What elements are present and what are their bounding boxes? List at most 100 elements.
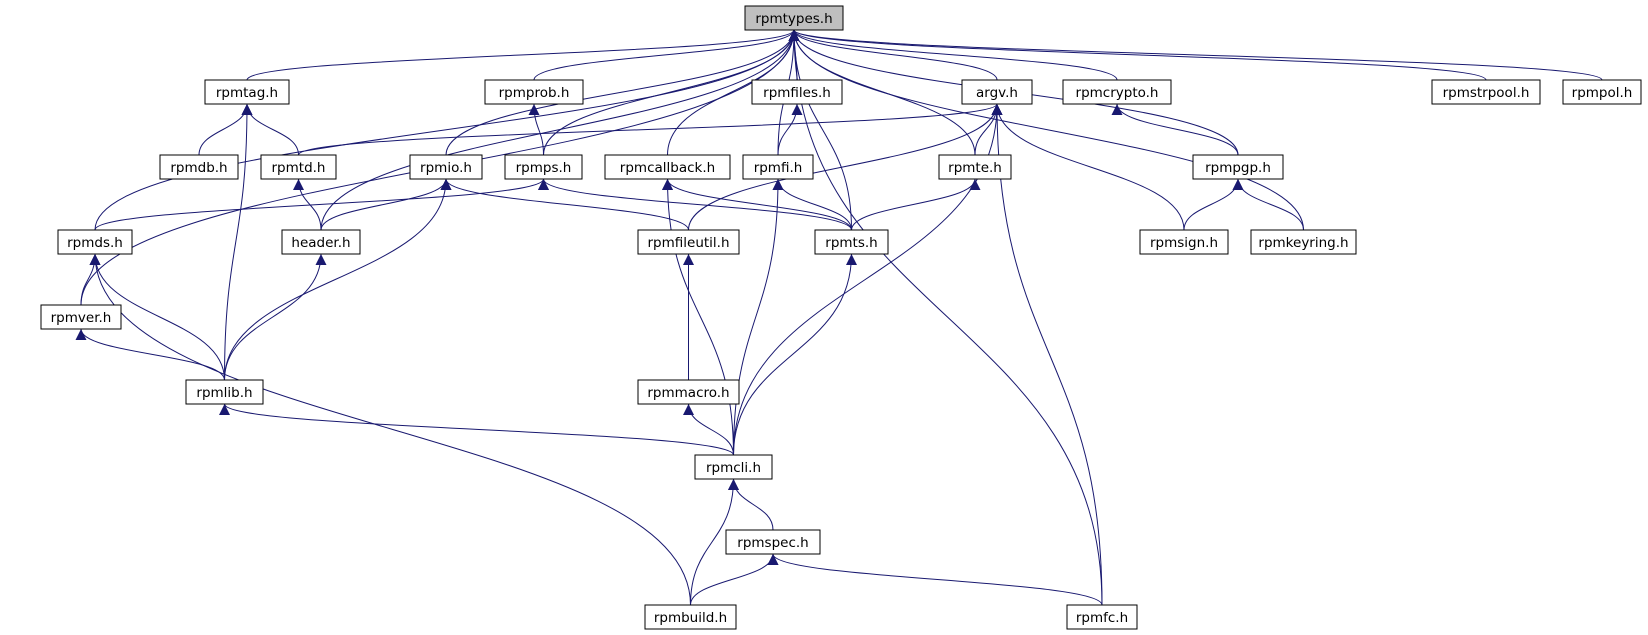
node-label-rpmte: rpmte.h xyxy=(948,160,1002,176)
node-box-argv[interactable] xyxy=(961,79,1033,105)
node-label-rpmps: rpmps.h xyxy=(516,160,572,176)
node-rpmtypes[interactable]: rpmtypes.h xyxy=(744,5,844,31)
node-rpmbuild[interactable]: rpmbuild.h xyxy=(644,604,737,630)
edge-rpmcrypto-to-rpmtypes xyxy=(788,29,1118,81)
node-label-rpmcallback: rpmcallback.h xyxy=(620,160,715,176)
edge-rpmkeyring-to-rpmtypes xyxy=(788,29,1304,231)
node-box-rpmtag[interactable] xyxy=(204,79,290,105)
edge-rpmlib-to-rpmds xyxy=(89,253,225,381)
edge-rpmpol-to-rpmtypes xyxy=(788,29,1603,81)
node-rpmcli[interactable]: rpmcli.h xyxy=(694,454,773,480)
edge-rpmfi-to-rpmfiles xyxy=(777,103,803,156)
node-rpmts[interactable]: rpmts.h xyxy=(814,229,889,255)
node-rpmspec[interactable]: rpmspec.h xyxy=(725,529,821,555)
node-label-rpmcrypto: rpmcrypto.h xyxy=(1076,85,1159,101)
node-box-rpmbuild[interactable] xyxy=(644,604,737,630)
node-rpmfi[interactable]: rpmfi.h xyxy=(742,154,814,180)
node-box-header[interactable] xyxy=(281,229,361,255)
node-rpmmacro[interactable]: rpmmacro.h xyxy=(637,379,740,405)
node-rpmcallback[interactable]: rpmcallback.h xyxy=(604,154,731,180)
node-label-rpmtag: rpmtag.h xyxy=(216,85,278,101)
edge-rpmcli-to-rpmts xyxy=(733,253,857,456)
node-box-rpmkeyring[interactable] xyxy=(1250,229,1357,255)
node-label-rpmver: rpmver.h xyxy=(51,310,112,326)
node-rpmtag[interactable]: rpmtag.h xyxy=(204,79,290,105)
node-box-rpmte[interactable] xyxy=(938,154,1012,180)
edge-rpmps-to-rpmprob xyxy=(528,103,544,156)
node-rpmprob[interactable]: rpmprob.h xyxy=(484,79,584,105)
node-rpmlib[interactable]: rpmlib.h xyxy=(185,379,264,405)
node-rpmte[interactable]: rpmte.h xyxy=(938,154,1012,180)
node-label-rpmsign: rpmsign.h xyxy=(1150,235,1218,251)
nodes-layer: rpmtypes.h rpmtag.h rpmprob.h rpmfiles.h arg… xyxy=(40,5,1642,630)
edge-rpmts-to-rpmtypes xyxy=(788,29,852,231)
edge-rpmbuild-to-rpmds xyxy=(89,253,691,606)
node-rpmver[interactable]: rpmver.h xyxy=(40,304,122,330)
node-header[interactable]: header.h xyxy=(281,229,361,255)
node-box-rpmds[interactable] xyxy=(57,229,133,255)
node-box-rpmmacro[interactable] xyxy=(637,379,740,405)
node-box-rpmfiles[interactable] xyxy=(751,79,843,105)
node-box-rpmtypes[interactable] xyxy=(744,5,844,31)
edge-rpmsign-to-rpmpgp xyxy=(1183,178,1244,231)
node-box-rpmsign[interactable] xyxy=(1139,229,1229,255)
edge-rpmkeyring-to-rpmpgp xyxy=(1232,178,1304,231)
edge-rpmfileutil-to-argv xyxy=(688,103,1003,231)
node-rpmfileutil[interactable]: rpmfileutil.h xyxy=(637,229,740,255)
edge-rpmfc-to-argv xyxy=(991,103,1103,606)
node-rpmps[interactable]: rpmps.h xyxy=(504,154,583,180)
node-rpmfiles[interactable]: rpmfiles.h xyxy=(751,79,843,105)
edge-rpmspec-to-rpmcli xyxy=(728,478,774,531)
edge-rpmts-to-rpmcallback xyxy=(662,178,852,231)
node-rpmio[interactable]: rpmio.h xyxy=(409,154,483,180)
edges-layer xyxy=(75,29,1603,606)
node-rpmpgp[interactable]: rpmpgp.h xyxy=(1192,154,1284,180)
node-label-header: header.h xyxy=(291,235,350,251)
node-rpmtd[interactable]: rpmtd.h xyxy=(260,154,337,180)
node-label-rpmfc: rpmfc.h xyxy=(1076,610,1128,626)
node-rpmstrpool[interactable]: rpmstrpool.h xyxy=(1431,79,1541,105)
node-rpmsign[interactable]: rpmsign.h xyxy=(1139,229,1229,255)
node-box-rpmlib[interactable] xyxy=(185,379,264,405)
node-box-rpmfc[interactable] xyxy=(1066,604,1138,630)
node-box-rpmps[interactable] xyxy=(504,154,583,180)
node-rpmkeyring[interactable]: rpmkeyring.h xyxy=(1250,229,1357,255)
node-box-rpmpgp[interactable] xyxy=(1192,154,1284,180)
node-box-rpmfi[interactable] xyxy=(742,154,814,180)
node-argv[interactable]: argv.h xyxy=(961,79,1033,105)
edge-rpmcli-to-rpmcallback xyxy=(662,178,734,456)
node-label-rpmtypes: rpmtypes.h xyxy=(755,11,832,27)
edge-rpmts-to-rpmte xyxy=(851,178,981,231)
node-rpmcrypto[interactable]: rpmcrypto.h xyxy=(1062,79,1172,105)
node-box-rpmcli[interactable] xyxy=(694,454,773,480)
node-rpmfc[interactable]: rpmfc.h xyxy=(1066,604,1138,630)
node-label-rpmbuild: rpmbuild.h xyxy=(654,610,727,626)
edge-rpmpgp-to-rpmcrypto xyxy=(1111,103,1239,156)
node-box-rpmcallback[interactable] xyxy=(604,154,731,180)
node-box-rpmts[interactable] xyxy=(814,229,889,255)
node-rpmds[interactable]: rpmds.h xyxy=(57,229,133,255)
node-box-rpmver[interactable] xyxy=(40,304,122,330)
node-box-rpmio[interactable] xyxy=(409,154,483,180)
node-label-rpmfileutil: rpmfileutil.h xyxy=(647,235,729,251)
edge-rpmtd-to-rpmtag xyxy=(241,103,299,156)
node-label-rpmmacro: rpmmacro.h xyxy=(647,385,729,401)
node-box-rpmdb[interactable] xyxy=(159,154,239,180)
edge-rpmte-to-argv xyxy=(974,103,1003,156)
node-label-rpmpol: rpmpol.h xyxy=(1572,85,1633,101)
node-box-rpmcrypto[interactable] xyxy=(1062,79,1172,105)
node-box-rpmstrpool[interactable] xyxy=(1431,79,1541,105)
node-box-rpmprob[interactable] xyxy=(484,79,584,105)
node-label-rpmtd: rpmtd.h xyxy=(272,160,326,176)
edge-rpmcli-to-rpmlib xyxy=(219,403,734,456)
node-rpmpol[interactable]: rpmpol.h xyxy=(1562,79,1642,105)
node-box-rpmpol[interactable] xyxy=(1562,79,1642,105)
node-box-rpmfileutil[interactable] xyxy=(637,229,740,255)
node-box-rpmtd[interactable] xyxy=(260,154,337,180)
node-rpmdb[interactable]: rpmdb.h xyxy=(159,154,239,180)
node-box-rpmspec[interactable] xyxy=(725,529,821,555)
edge-rpmfileutil-to-rpmio xyxy=(440,178,689,231)
edge-rpmdb-to-rpmtag xyxy=(198,103,253,156)
node-label-argv: argv.h xyxy=(976,85,1018,101)
